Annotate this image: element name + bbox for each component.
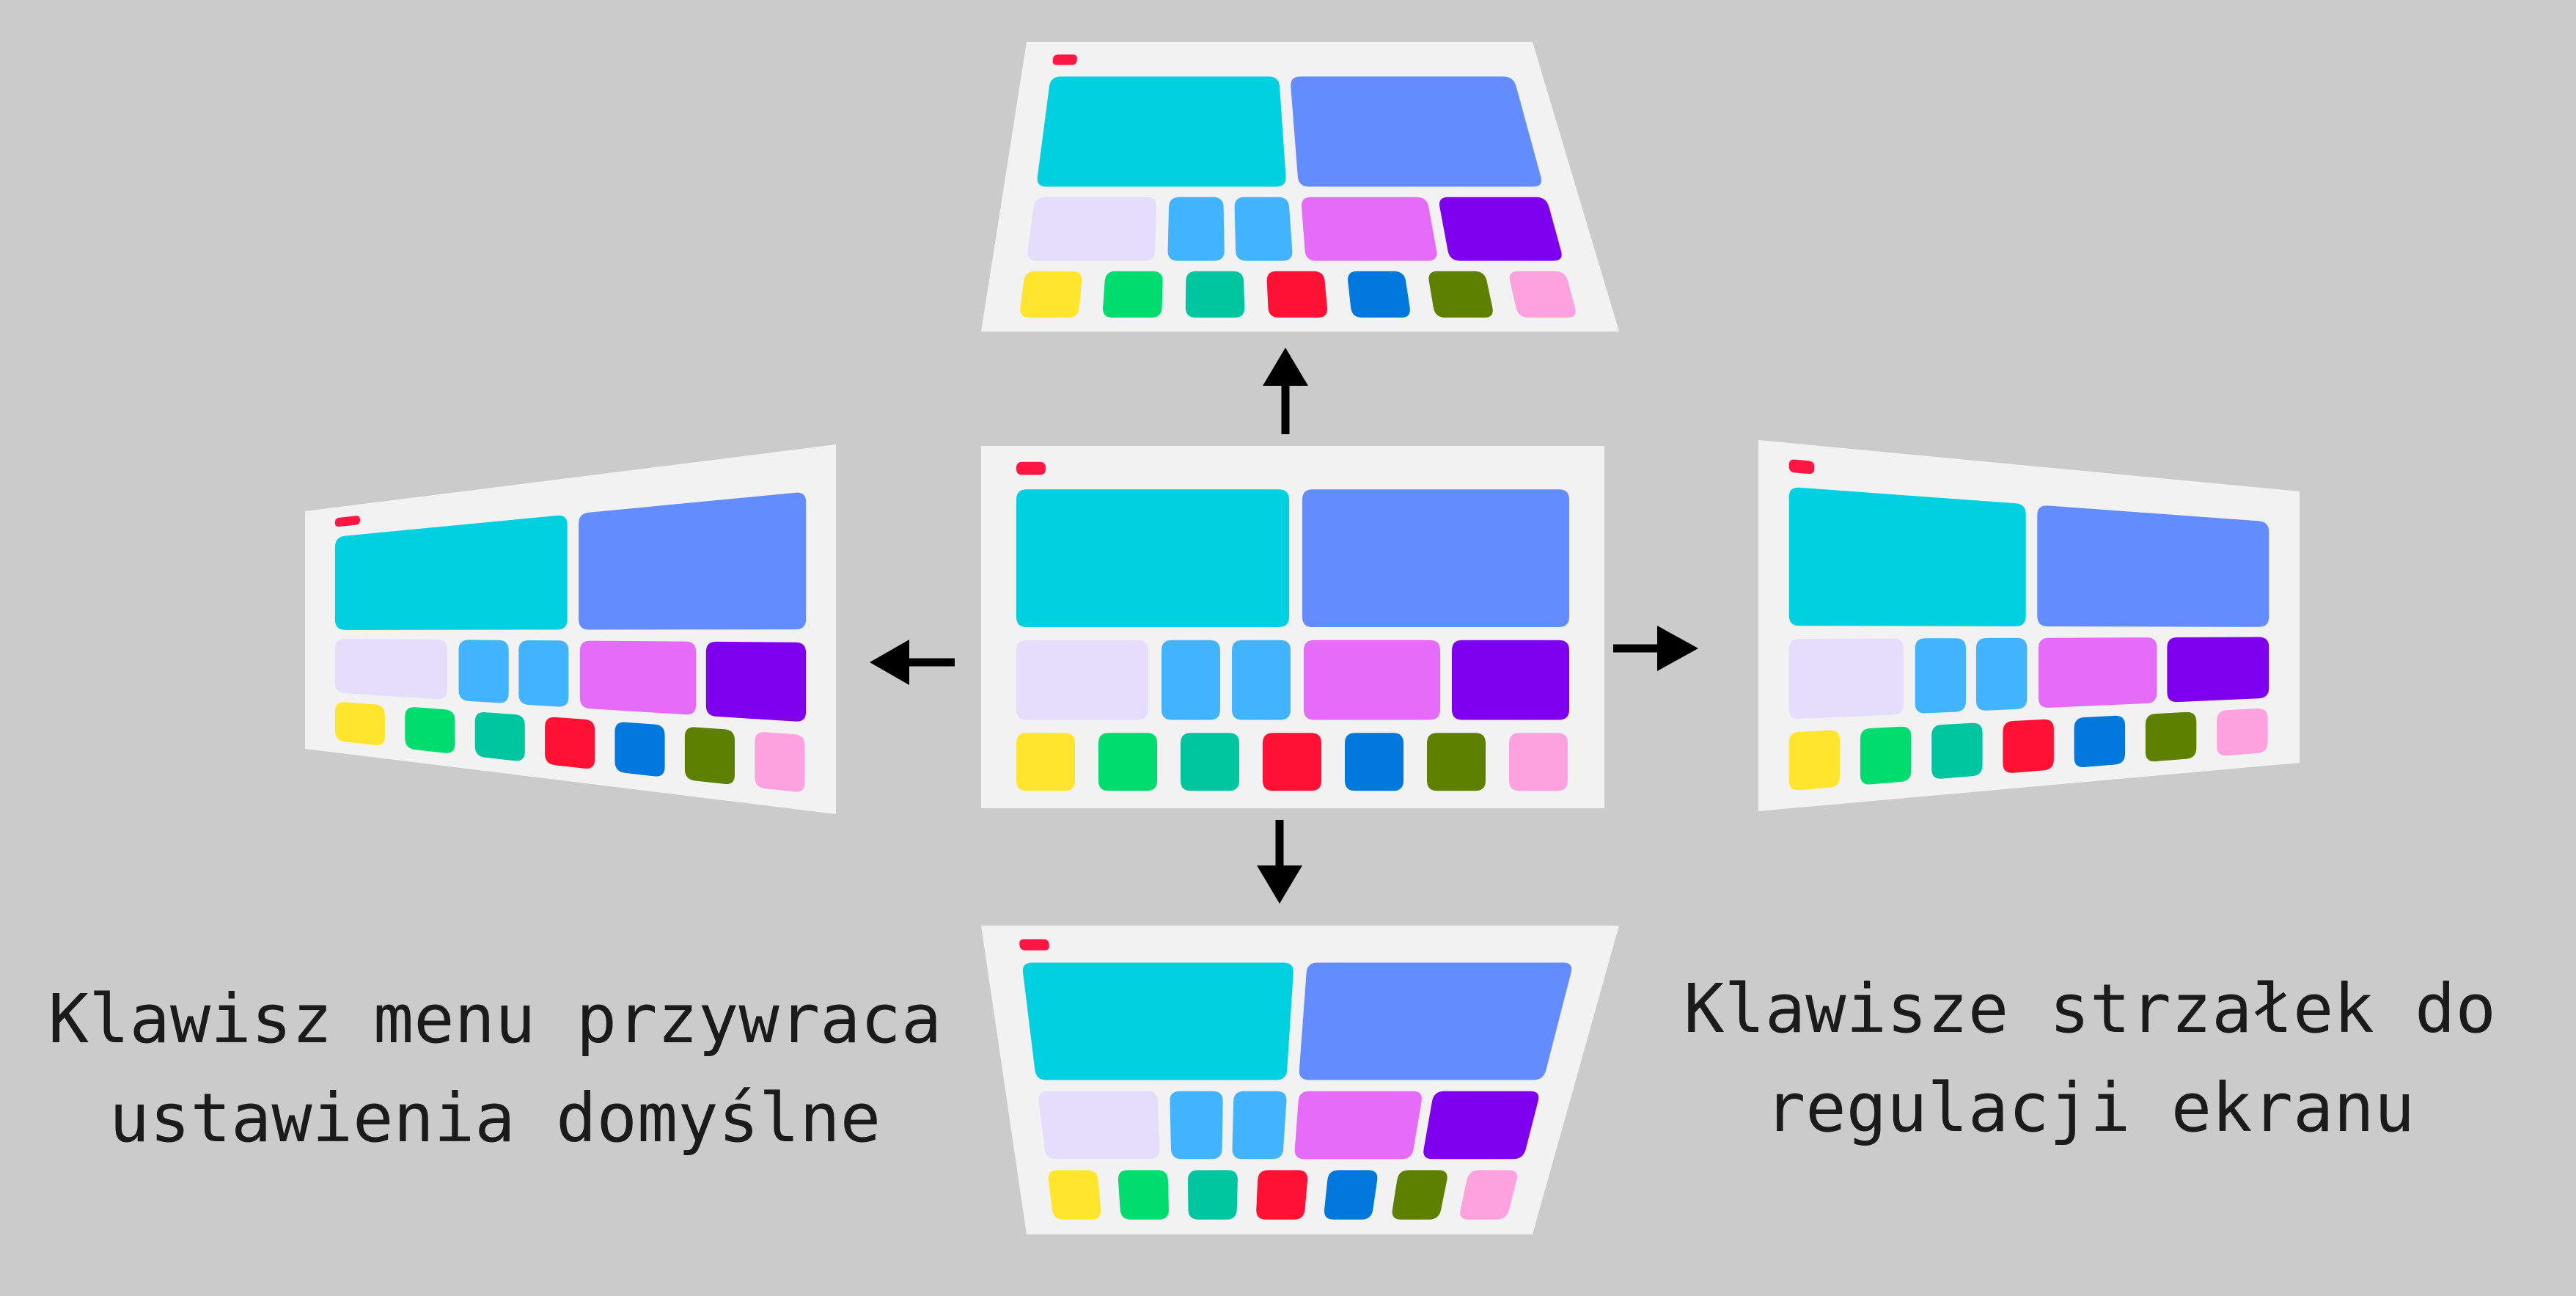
tile-olive [1428,271,1493,318]
tile-sky-2 [1232,640,1291,720]
tile-sky-2 [1975,637,2028,711]
arrow-right-icon [1613,626,1698,671]
tile-pink [1509,733,1568,791]
tile-violet [2167,637,2269,703]
tile-lavender [334,639,448,700]
tile-lavender [1788,638,1904,720]
tile-sky-1 [1170,1091,1223,1160]
status-indicator [1788,459,1815,475]
screen-shift-left [305,444,836,814]
tile-magenta [1301,197,1437,261]
caption-arrow-keys-line-2: regulacji ekranu [1764,1069,2415,1147]
caption-menu-reset-line-1: Klawisz menu przywraca [48,980,942,1058]
tile-red [1263,733,1321,791]
tile-red [1256,1170,1308,1220]
tile-sky-1 [1915,638,1966,714]
tile-lavender [1016,640,1148,720]
screen-shift-down [981,926,1619,1234]
tile-yellow [1020,271,1082,318]
tile-green [1118,1170,1169,1220]
tile-magenta [1304,640,1440,720]
large-tile-cyan [1037,76,1286,187]
caption-menu-reset: Klawisz menu przywraca ustawienia domyśl… [44,970,946,1168]
tile-yellow [1788,730,1841,791]
tile-olive [684,727,735,785]
tile-blue [1345,733,1403,791]
tile-blue [1348,271,1410,318]
large-tile-blue [1299,962,1572,1080]
tile-pink [1460,1170,1517,1220]
caption-arrow-keys: Klawisze strzałek do regulacji ekranu [1628,959,2552,1157]
tile-olive [1427,733,1486,791]
tile-yellow [1048,1170,1101,1220]
tile-green [405,707,455,753]
tile-magenta [1294,1091,1422,1160]
tile-pink [1509,271,1576,318]
tile-red [545,717,595,769]
large-tile-blue [1291,76,1542,187]
tile-pink [755,732,805,792]
large-tile-cyan [1022,962,1293,1080]
tile-lavender [1038,1091,1160,1160]
status-indicator [1052,54,1077,65]
tile-violet [1423,1091,1539,1160]
tile-sky-1 [1162,640,1220,720]
tile-teal [1187,1170,1238,1220]
tile-green [1098,733,1157,791]
large-tile-cyan [1016,489,1289,627]
tile-violet [1439,197,1562,261]
tile-teal [1931,722,1983,779]
screen-shift-up [981,42,1619,332]
tile-green [1103,271,1163,318]
large-tile-blue [2037,505,2269,627]
arrow-up-icon [1263,348,1308,434]
screen-shift-right [1758,440,2300,811]
tile-violet [1452,640,1569,720]
tile-sky-1 [458,640,509,703]
large-tile-blue [579,492,807,630]
caption-menu-reset-line-2: ustawienia domyślne [109,1079,881,1157]
tile-pink [2217,708,2268,756]
tile-magenta [2039,637,2157,708]
status-indicator [1016,461,1046,475]
tile-olive [1392,1170,1447,1220]
tile-green [1860,726,1912,785]
arrow-down-icon [1257,820,1302,904]
tile-blue [2074,715,2126,767]
screen-center [981,446,1604,808]
direction-arrows [870,348,1698,904]
tile-violet [705,641,807,722]
tile-red [2003,719,2054,773]
tile-magenta [579,640,697,715]
tile-olive [2145,711,2197,762]
status-indicator [334,516,360,527]
tile-sky-2 [1234,197,1293,261]
caption-arrow-keys-line-1: Klawisze strzałek do [1684,970,2496,1048]
tile-yellow [334,702,385,746]
large-tile-blue [1302,489,1569,627]
arrow-left-icon [870,640,955,685]
tile-blue [614,722,665,777]
tile-sky-2 [1232,1091,1287,1160]
tile-yellow [1016,733,1075,791]
tile-lavender [1027,197,1157,261]
tile-sky-2 [518,640,569,707]
large-tile-cyan [1788,487,2026,626]
tile-red [1266,271,1328,318]
screen-panels [305,42,2300,1234]
tile-teal [1181,733,1239,791]
tile-teal [474,712,525,761]
tile-teal [1185,271,1245,318]
status-indicator [1019,939,1049,951]
tile-blue [1324,1170,1378,1220]
large-tile-cyan [334,515,568,630]
tile-sky-1 [1167,197,1225,261]
